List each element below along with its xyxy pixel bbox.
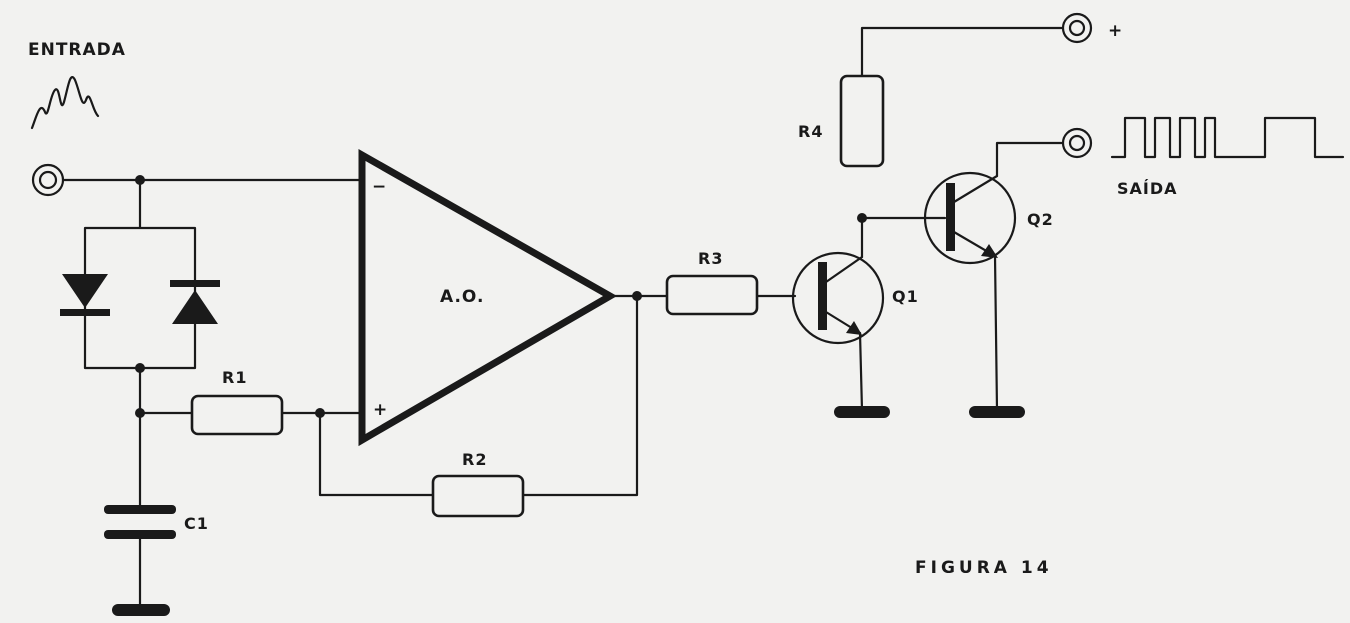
resistor-r1 — [190, 394, 284, 436]
transistor-q1 — [791, 216, 890, 418]
resistor-r3 — [665, 274, 759, 316]
diode-bottom-junction — [135, 363, 145, 373]
q2-label: Q2 — [1027, 210, 1054, 229]
opamp-inverting-sign: − — [372, 177, 387, 197]
r1-label: R1 — [222, 368, 247, 387]
supply-wire — [860, 26, 1064, 167]
opamp-noninverting-sign: + — [373, 400, 388, 420]
resistor-r2 — [431, 474, 525, 518]
input-label: ENTRADA — [28, 40, 126, 60]
input-terminal — [31, 163, 65, 197]
figure-caption: FIGURA 14 — [915, 558, 1053, 578]
output-square-wave-icon — [1110, 116, 1345, 159]
input-waveform-icon — [30, 76, 100, 130]
output-terminal — [1061, 127, 1093, 159]
transistor-q2 — [923, 141, 1064, 418]
supply-terminal — [1061, 12, 1093, 44]
supply-plus-label: + — [1108, 21, 1123, 41]
q1-label: Q1 — [892, 287, 919, 306]
collector-junction — [857, 213, 867, 223]
resistor-r4 — [839, 74, 885, 168]
r2-label: R2 — [462, 450, 487, 469]
capacitor-c1 — [104, 505, 176, 616]
r4-label: R4 — [798, 122, 823, 141]
diode-pair — [60, 178, 220, 370]
opamp-triangle — [358, 148, 618, 447]
opamp-output-junction — [632, 291, 642, 301]
output-label: SAÍDA — [1117, 179, 1178, 198]
opamp-label: A.O. — [440, 287, 484, 307]
r3-label: R3 — [698, 249, 723, 268]
c1-label: C1 — [184, 514, 209, 533]
